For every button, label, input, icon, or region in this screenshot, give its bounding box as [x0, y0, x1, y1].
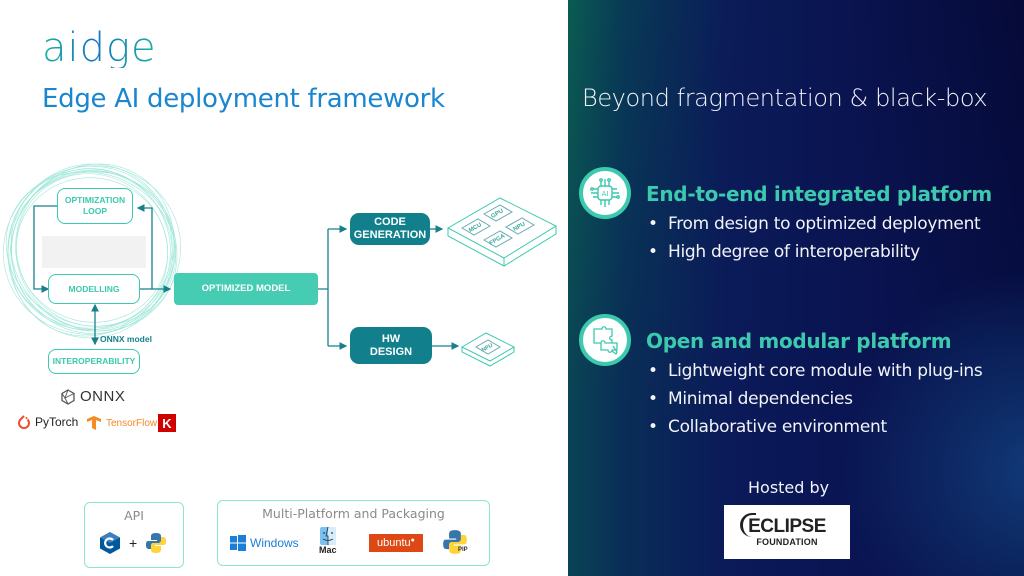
python-pip-icon — [443, 530, 467, 554]
keras-logo: K — [158, 414, 176, 432]
pip-logo: PIP — [442, 528, 468, 561]
optimized-model-box: OPTIMIZED MODEL — [174, 273, 318, 305]
pip-label: PIP — [458, 547, 468, 553]
eclipse-main-text: ECLIPSE — [748, 516, 826, 537]
bullet-item: Minimal dependencies — [648, 385, 982, 413]
onnx-logo: ONNX — [60, 388, 125, 405]
windows-icon — [230, 535, 246, 551]
tensorflow-label: TensorFlow — [106, 417, 158, 429]
ubuntu-logo: ubuntu● — [369, 534, 423, 552]
bullet-item: Collaborative environment — [648, 413, 982, 441]
feature-title-integrated: End-to-end integrated platform — [646, 182, 992, 206]
chip-label-npu: NPU — [513, 221, 527, 233]
aidge-logo: aidge — [42, 25, 157, 71]
pytorch-label: PyTorch — [35, 415, 79, 429]
platform-panel: Multi-Platform and Packaging Windows Mac… — [217, 500, 490, 566]
pytorch-logo: PyTorch — [17, 414, 78, 430]
eclipse-foundation-logo: ECLIPSE FOUNDATION — [724, 505, 850, 559]
feature-bullets-integrated: From design to optimized deployment High… — [648, 210, 981, 266]
api-panel-title: API — [124, 508, 144, 523]
mac-label: Mac — [319, 545, 337, 555]
onnx-model-label: ONNX model — [100, 334, 152, 344]
eclipse-sub-text: FOUNDATION — [756, 537, 818, 547]
code-generation-box: CODE GENERATION — [350, 213, 430, 245]
modelling-box: MODELLING — [48, 274, 140, 304]
platform-panel-title: Multi-Platform and Packaging — [262, 506, 445, 521]
right-title: Beyond fragmentation & black-box — [582, 84, 988, 112]
ubuntu-mark-icon: ● — [410, 537, 415, 544]
ai-chip-icon: AI — [579, 167, 631, 219]
svg-text:AI: AI — [602, 190, 609, 198]
puzzle-icon — [579, 314, 631, 366]
page-subtitle: Edge AI deployment framework — [42, 84, 445, 114]
right-panel: Beyond fragmentation & black-box AI End-… — [568, 0, 1024, 576]
cpp-icon — [100, 532, 120, 554]
workflow-diagram: MCU GPU NPU FPGA NPU OPTIMIZATION LOOP M… — [0, 150, 568, 400]
left-panel: aidge Edge AI deployment framework — [0, 25, 568, 568]
chip-label-gpu: GPU — [490, 208, 504, 220]
ubuntu-label: ubuntu — [377, 537, 411, 549]
windows-logo: Windows — [230, 535, 299, 551]
windows-label: Windows — [250, 536, 299, 550]
optimization-loop-box: OPTIMIZATION LOOP — [57, 188, 133, 224]
plus-sign: + — [129, 535, 138, 551]
single-chip-icon — [460, 332, 516, 367]
placeholder-rect — [42, 236, 146, 268]
onnx-icon — [61, 388, 75, 405]
feature-title-modular: Open and modular platform — [646, 329, 952, 353]
chip-label-single: NPU — [481, 343, 494, 354]
python-icon — [146, 533, 167, 553]
swirl-ring-decoration — [3, 163, 181, 339]
bullet-item: From design to optimized deployment — [648, 210, 981, 238]
eclipse-arc-icon — [740, 513, 757, 537]
hosted-by-label: Hosted by — [748, 478, 830, 497]
bullet-item: High degree of interoperability — [648, 238, 980, 266]
multi-chip-board-icon — [446, 197, 558, 267]
hw-design-box: HW DESIGN — [350, 327, 432, 364]
api-panel: API + — [84, 502, 184, 568]
keras-icon: K — [158, 414, 176, 432]
feature-bullets-modular: Lightweight core module with plug-ins Mi… — [648, 357, 983, 441]
diagram-connectors: MCU GPU NPU FPGA NPU — [3, 163, 558, 367]
mac-logo: Mac — [319, 527, 337, 555]
tensorflow-icon — [87, 416, 101, 430]
pytorch-icon — [18, 415, 30, 429]
tensorflow-logo: TensorFlow — [86, 415, 157, 431]
interoperability-box: INTEROPERABILITY — [48, 349, 140, 374]
bullet-item: Lightweight core module with plug-ins — [648, 357, 983, 385]
onnx-label: ONNX — [80, 388, 126, 405]
mac-finder-icon — [319, 527, 336, 545]
